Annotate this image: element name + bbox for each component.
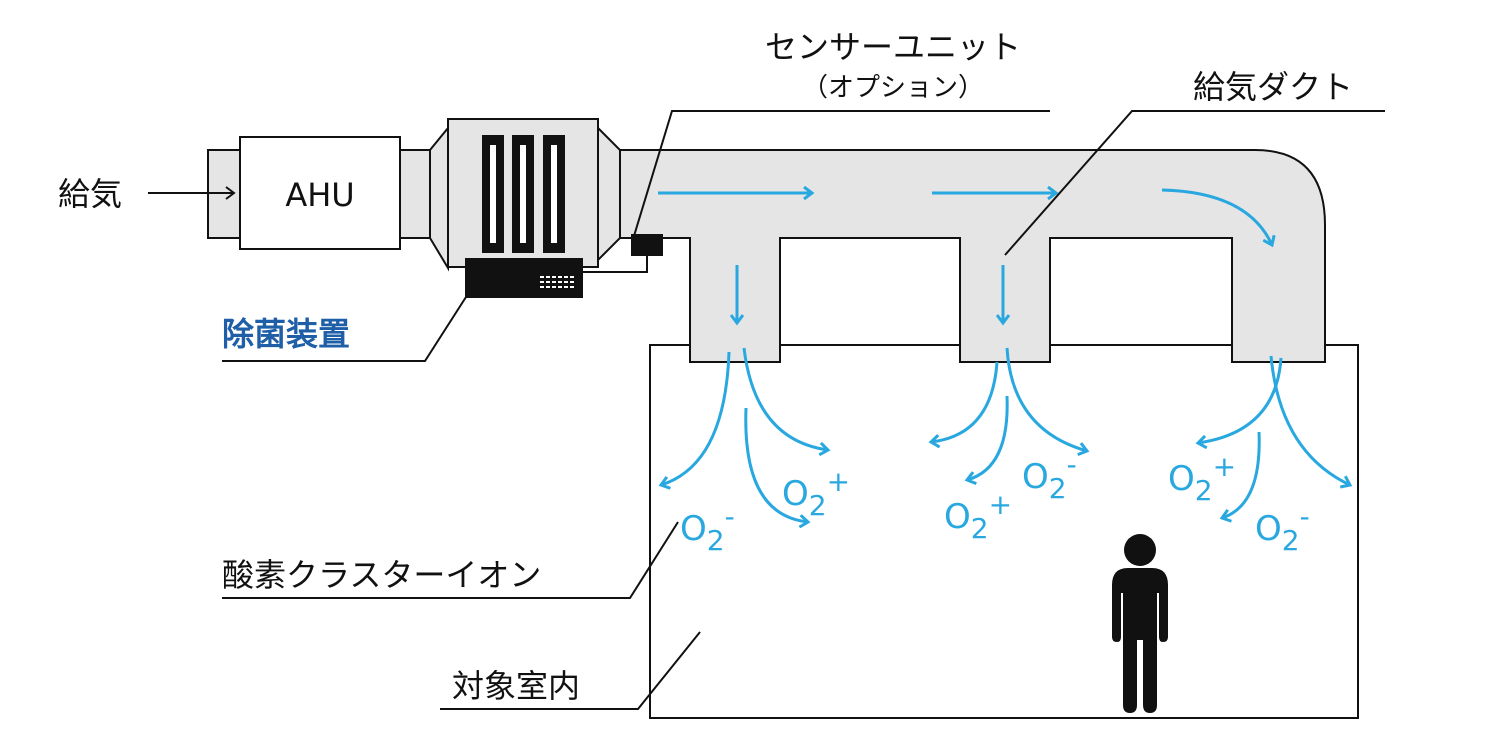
sterilizer-label: 除菌装置 bbox=[222, 315, 350, 353]
sterilizer-leader bbox=[222, 296, 467, 362]
ahu-unit bbox=[239, 136, 401, 250]
supply-air-label: 給気 bbox=[58, 175, 122, 213]
ion-leader bbox=[222, 521, 679, 599]
ion-label: O2+ bbox=[782, 465, 850, 522]
supply-duct-body bbox=[619, 149, 1326, 363]
vent-grille-icon bbox=[540, 276, 574, 288]
ion-label: O2+ bbox=[1168, 450, 1236, 507]
room-leader bbox=[440, 631, 701, 710]
connector-duct bbox=[399, 149, 431, 239]
target-room-box bbox=[649, 344, 1359, 719]
flow-arrow-bend bbox=[1161, 188, 1272, 245]
duct-leader bbox=[1004, 110, 1385, 256]
diffuser-outflow-3 bbox=[1198, 355, 1350, 518]
supply-duct-label: 給気ダクト bbox=[1193, 68, 1353, 106]
sterilizer-control-box bbox=[465, 258, 583, 298]
person-icon bbox=[1112, 534, 1168, 713]
sensor-unit-label: センサーユニット bbox=[765, 28, 1021, 66]
diffuser-outflow-2 bbox=[931, 347, 1087, 480]
filter-elements bbox=[482, 135, 565, 253]
ion-label: O2+ bbox=[944, 488, 1012, 545]
target-room-label: 対象室内 bbox=[452, 667, 580, 705]
ion-label: O2- bbox=[1022, 448, 1077, 505]
ion-label: O2- bbox=[680, 500, 735, 557]
diffuser-outflow-1 bbox=[661, 347, 828, 522]
sensor-unit-box bbox=[631, 234, 663, 256]
sensor-cable bbox=[583, 256, 648, 273]
ahu-label: AHU bbox=[285, 176, 354, 214]
ion-label: O2- bbox=[1255, 500, 1310, 557]
sensor-option-label: （オプション） bbox=[802, 73, 984, 103]
sensor-leader bbox=[633, 110, 1050, 237]
oxygen-cluster-ion-label: 酸素クラスターイオン bbox=[222, 556, 541, 594]
sterilizer-inlet-cone bbox=[429, 125, 449, 272]
sterilizer-outlet-cone bbox=[597, 125, 621, 263]
